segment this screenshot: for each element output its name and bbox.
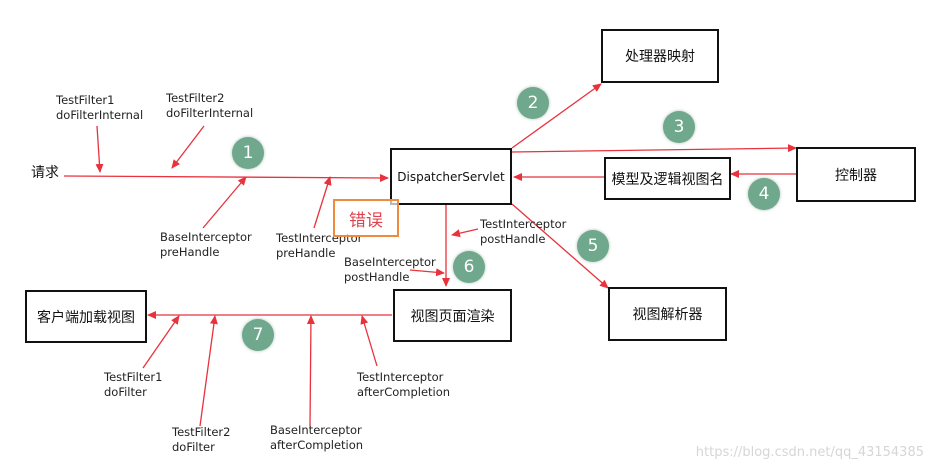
step-5-badge: 5	[577, 230, 609, 262]
arrow-tf2-filter	[199, 315, 218, 427]
arrow-to-controller	[511, 144, 797, 153]
arrow-base-pre	[202, 176, 247, 229]
step-4-badge: 4	[748, 178, 780, 210]
client-load-box: 客户端加载视图	[25, 290, 147, 343]
request-label: 请求	[31, 165, 59, 181]
arrow-tf1-internal	[95, 125, 104, 173]
step-3-badge: 3	[663, 111, 695, 143]
arrow-to-handler-mapping	[511, 83, 602, 149]
error-annotation: 错误	[333, 199, 399, 237]
arrow-tf1-filter	[142, 315, 180, 369]
step-2-badge: 2	[517, 87, 549, 119]
step-7-badge: 7	[242, 319, 274, 351]
watermark-url: https://blog.csdn.net/qq_43154385	[695, 445, 924, 460]
handler-mapping-box: 处理器映射	[601, 29, 719, 83]
arrow-to-view-resolver	[511, 203, 609, 289]
arrow-tf2-internal	[171, 125, 205, 169]
model-view-box: 模型及逻辑视图名	[604, 157, 731, 200]
step-1-badge: 1	[232, 137, 264, 169]
arrow-test-post	[451, 228, 479, 238]
dispatcher-servlet-box: DispatcherServlet	[390, 148, 512, 205]
step-6-badge: 6	[453, 251, 485, 283]
view-resolver-box: 视图解析器	[608, 287, 727, 341]
arrow-request-to-dispatcher	[63, 173, 389, 182]
view-render-box: 视图页面渲染	[393, 289, 512, 342]
arrow-test-after	[360, 315, 378, 367]
arrow-test-pre	[313, 176, 332, 229]
arrow-base-after	[306, 315, 315, 427]
controller-box: 控制器	[796, 147, 916, 202]
arrow-base-post	[409, 268, 445, 277]
